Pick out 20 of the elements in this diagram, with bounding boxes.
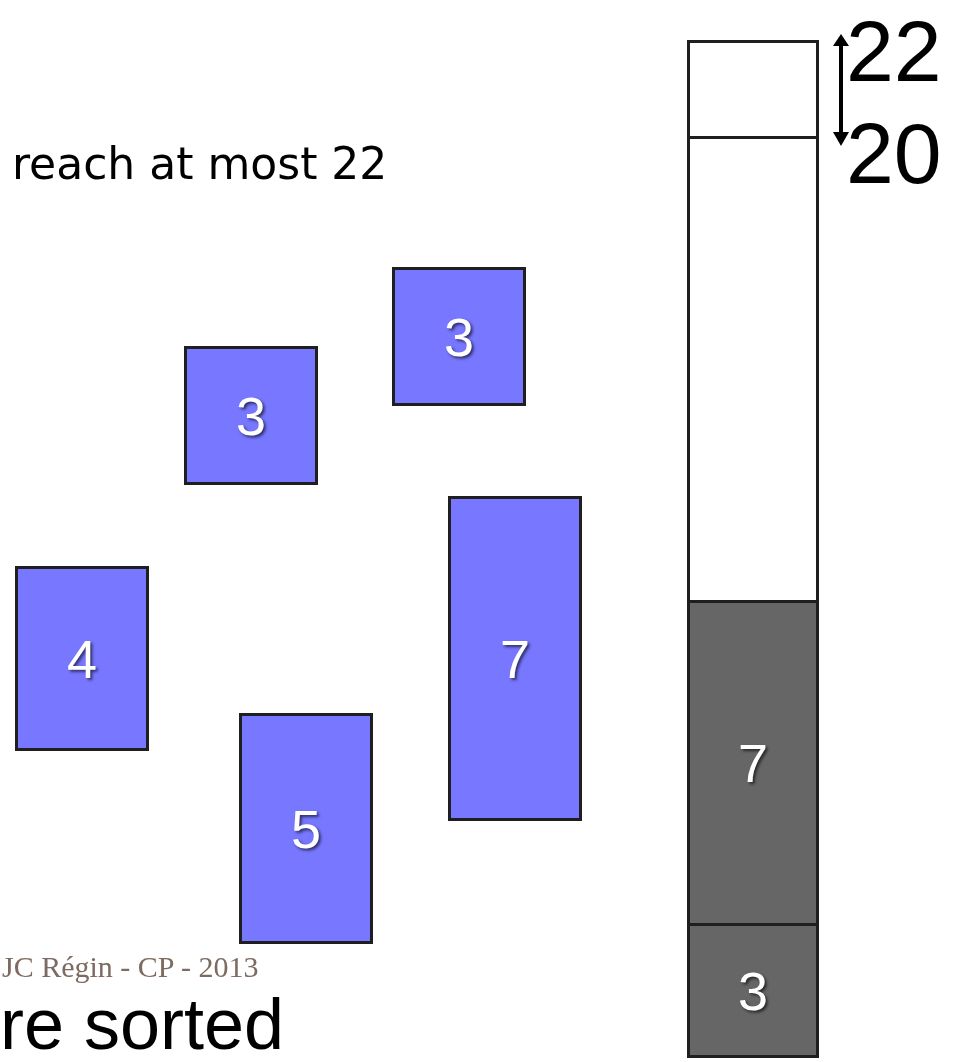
number-label: 4 [66,631,97,686]
capacity-value: 22 [846,8,942,94]
number-label: 7 [737,736,768,790]
capacity-value: 20 [846,110,942,196]
bin-filled-segment [687,600,819,926]
bin-slack-segment [687,40,819,139]
number-label: 3 [443,309,474,364]
footer-text: JC Régin - CP - 2013 [2,952,259,982]
number-block [15,566,149,751]
number-block [184,346,318,485]
number-label: 5 [290,801,321,856]
number-label: 3 [235,388,266,443]
number-block [448,496,582,821]
number-block [239,713,373,944]
number-block [392,267,526,406]
bin-filled-segment [687,923,819,1058]
number-label: 3 [737,963,768,1018]
constraint-text: reach at most 22 [12,142,388,186]
number-label: 7 [499,631,530,686]
heading-text: re sorted [0,988,285,1060]
